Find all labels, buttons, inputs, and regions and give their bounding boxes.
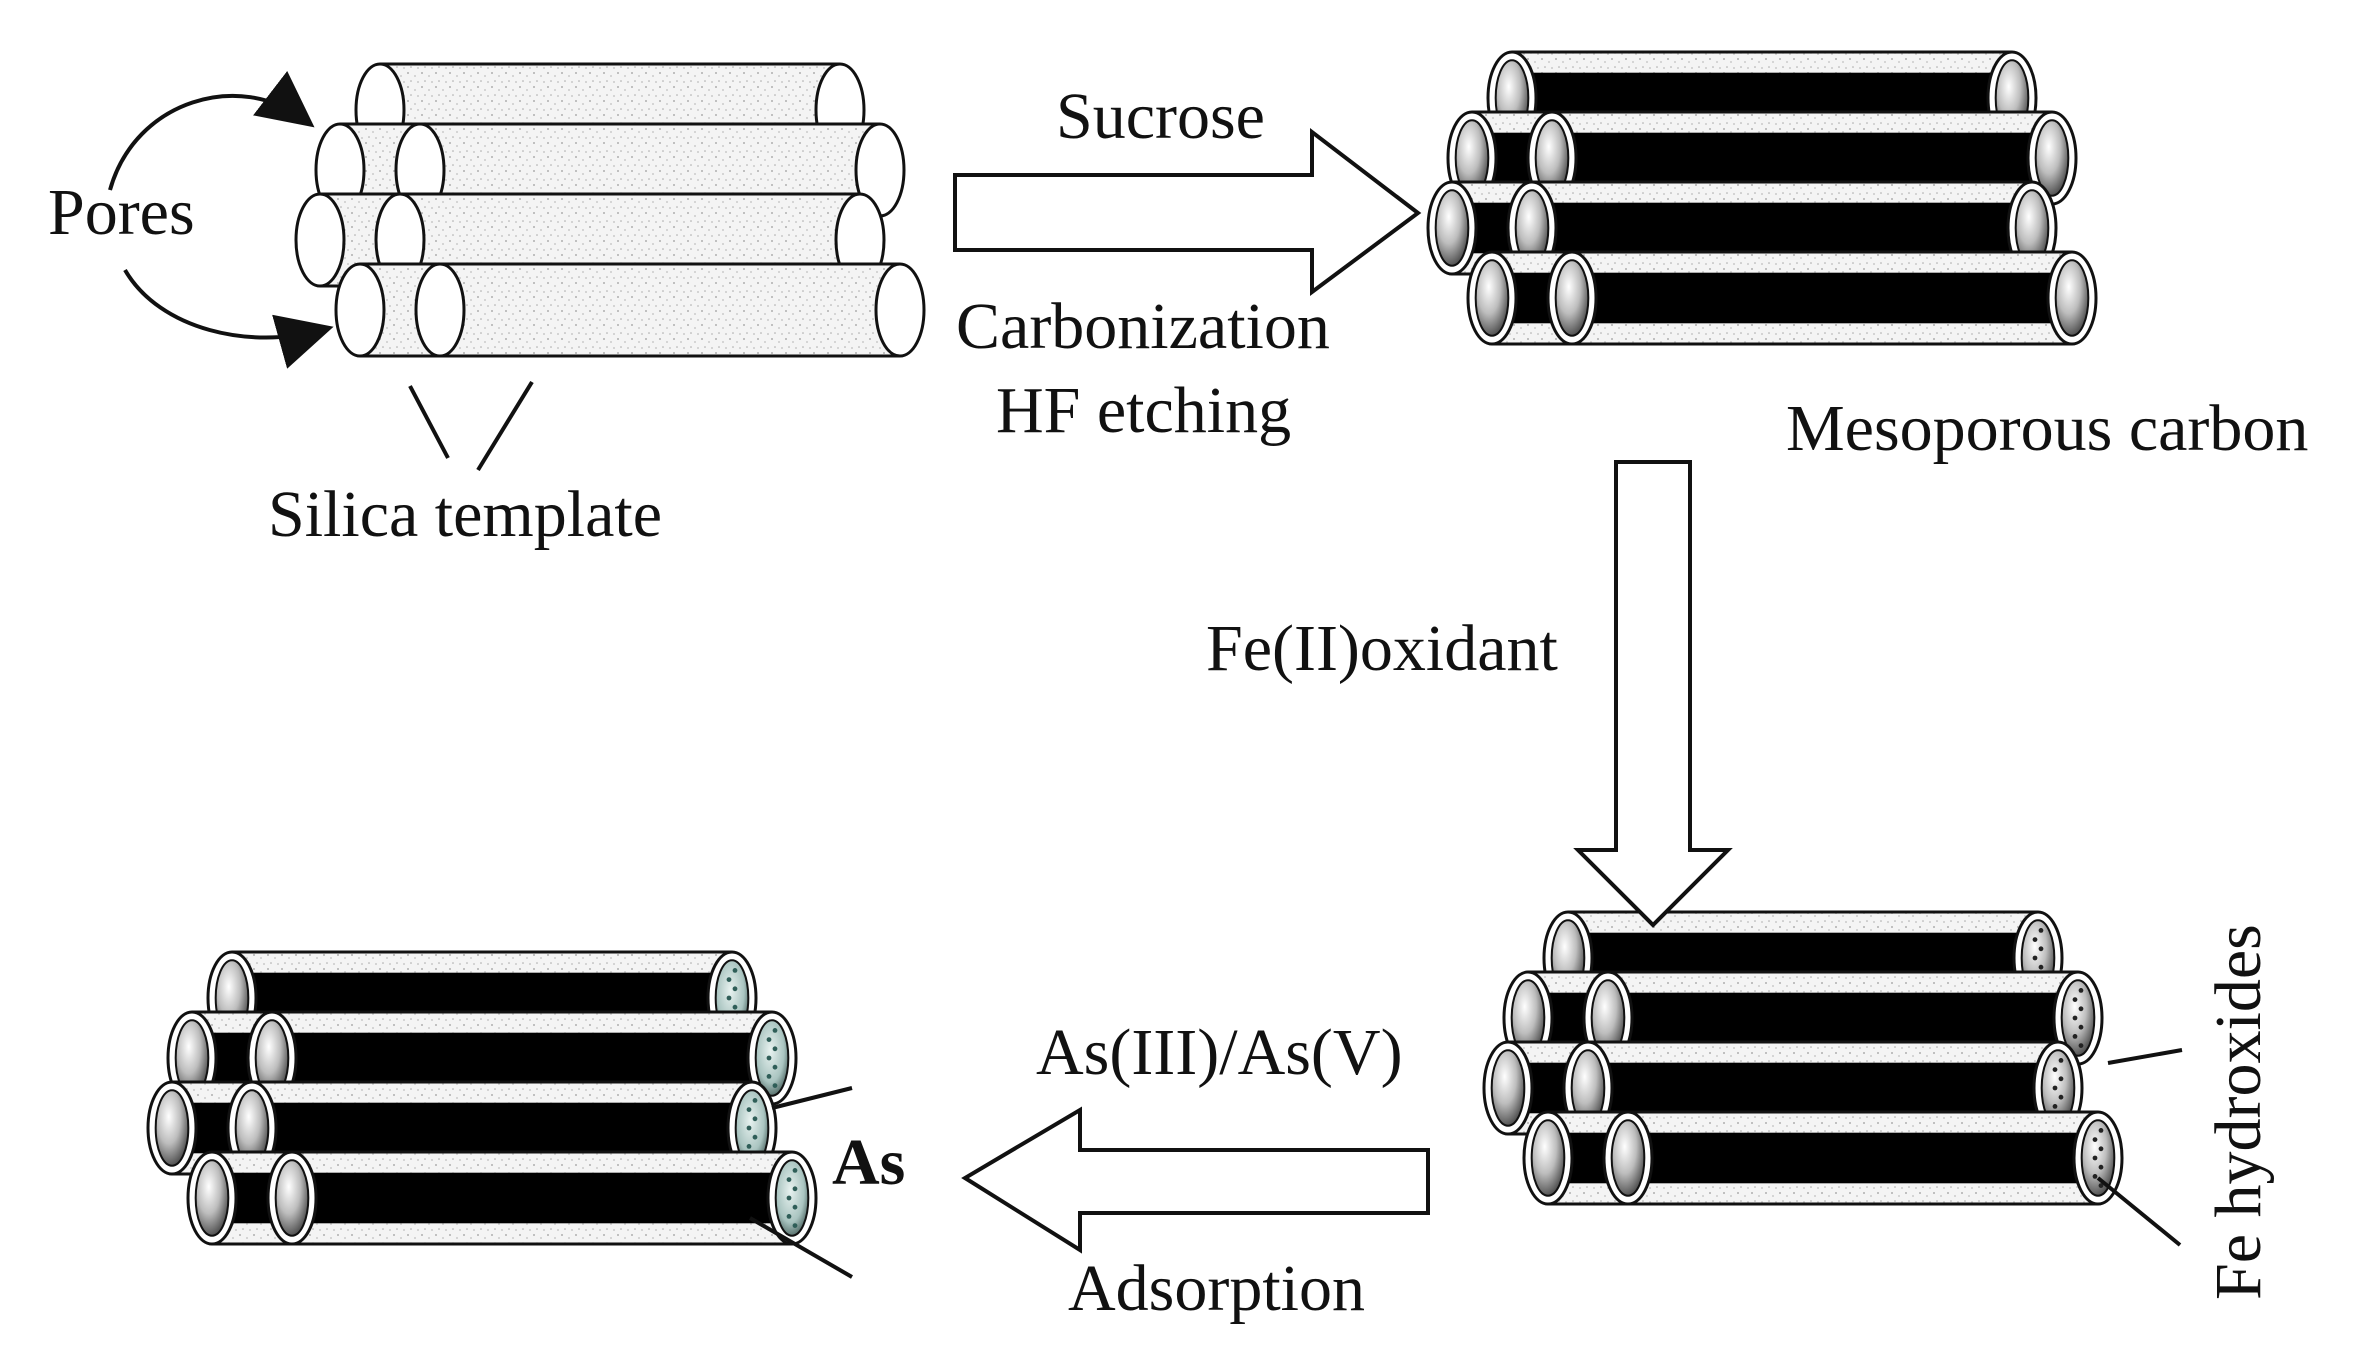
rod	[1602, 1110, 2124, 1206]
as-species-label: As(III)/As(V)	[1036, 1016, 1403, 1089]
fe-pointer-upper	[2107, 1048, 2183, 1065]
as-pointer-upper	[771, 1086, 853, 1110]
pores-arrow-upper	[108, 70, 315, 191]
as-label: As	[832, 1126, 906, 1199]
sucrose-arrow	[953, 127, 1422, 296]
rod	[1546, 250, 2098, 346]
adsorption-arrow	[961, 1106, 1430, 1254]
rod	[414, 262, 926, 358]
as-adsorbed-bundle	[146, 950, 818, 1246]
adsorption-label: Adsorption	[1068, 1252, 1365, 1325]
fe-oxidant-arrow	[1573, 460, 1733, 928]
as-pointer-lower	[748, 1216, 854, 1279]
fe-pointer-lower	[2096, 1176, 2182, 1247]
silica-template-label: Silica template	[268, 478, 663, 551]
silica-pointer-right	[476, 380, 534, 472]
sucrose-label: Sucrose	[1056, 80, 1265, 153]
pores-label: Pores	[48, 176, 195, 249]
silica-pointer-left	[408, 385, 450, 459]
carbonization-label: Carbonization	[956, 290, 1330, 363]
rod	[266, 1150, 818, 1246]
mesoporous-carbon-bundle	[1426, 50, 2098, 346]
fe-oxidant-label: Fe(II)oxidant	[1206, 612, 1558, 685]
silica-template-bundle	[294, 62, 926, 358]
fe-hydroxides-label: Fe hydroxides	[2202, 924, 2275, 1300]
mesoporous-carbon-label: Mesoporous carbon	[1786, 392, 2309, 465]
fe-hydroxide-bundle	[1482, 910, 2124, 1206]
hf-etching-label: HF etching	[996, 374, 1292, 447]
pores-arrow-lower	[123, 268, 334, 369]
